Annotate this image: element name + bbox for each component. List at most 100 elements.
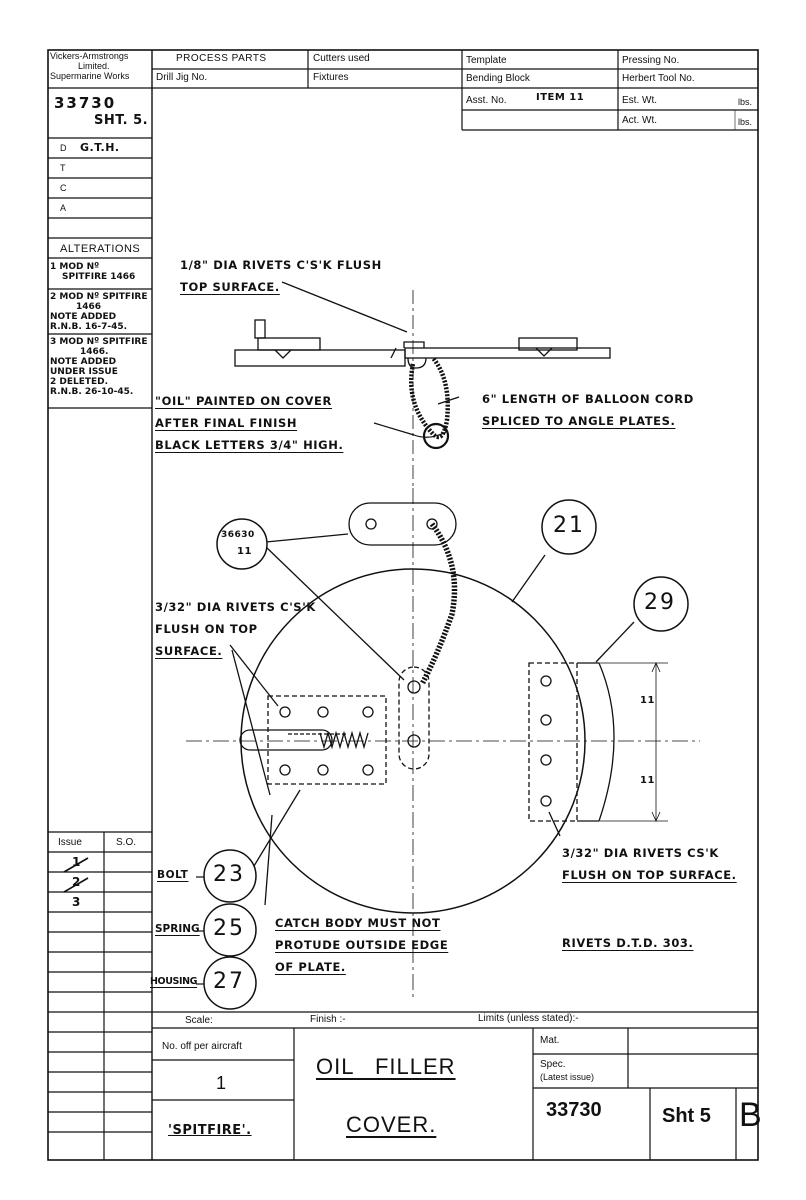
plan-view	[186, 488, 700, 1000]
approval-letter-d: D	[60, 143, 67, 153]
note-oil-painted-line-1: "OIL" PAINTED ON COVER	[155, 394, 332, 408]
drawing-title-line-1: OIL FILLER	[316, 1054, 456, 1079]
company-line-1: Vickers-Armstrongs	[50, 51, 129, 61]
balloon-21	[541, 499, 597, 555]
balloon-25-label: 25	[213, 916, 245, 941]
limits-label: Limits (unless stated):-	[478, 1013, 579, 1024]
label-spring: SPRING	[155, 918, 200, 940]
approval-letter-t: T	[60, 163, 66, 173]
note-rivets-left-line-3: SURFACE.	[155, 644, 223, 658]
alteration-3: 3 MOD Nº SPITFIRE 1466. NOTE ADDED UNDER…	[50, 337, 148, 397]
scale-label: Scale:	[185, 1015, 213, 1026]
side-view	[234, 281, 611, 490]
process-parts-label: PROCESS PARTS	[176, 53, 267, 64]
note-oil-painted-line-3: BLACK LETTERS 3/4" HIGH.	[155, 438, 344, 452]
note-rivets-left-line-1: 3/32" DIA RIVETS C'S'K	[155, 600, 316, 614]
issue-2: 2	[72, 875, 81, 889]
label-housing: HOUSING	[150, 971, 197, 993]
herbert-tool-label: Herbert Tool No.	[622, 73, 695, 84]
issue-3: 3	[72, 895, 81, 909]
cover-plate-outline	[240, 568, 586, 914]
balloon-27	[203, 956, 257, 1010]
approval-letter-c: C	[60, 183, 67, 193]
alteration-1-line-1: 1 MOD Nº	[50, 262, 100, 272]
note-rivets-top: 1/8" DIA RIVETS C'S'K FLUSH TOP SURFACE.	[180, 254, 382, 298]
alteration-2-line-3: NOTE ADDED	[50, 312, 117, 322]
alteration-1-line-2: SPITFIRE 1466	[62, 272, 136, 282]
balloon-29-label: 29	[644, 590, 676, 615]
note-rivets-right-line-1: 3/32" DIA RIVETS CS'K	[562, 846, 719, 860]
company-line-3: Supermarine Works	[50, 71, 130, 81]
drill-jig-label: Drill Jig No.	[156, 72, 208, 83]
act-wt-unit: lbs.	[738, 117, 753, 127]
balloon-ref-part	[216, 518, 268, 570]
label-bolt: BOLT	[157, 864, 188, 886]
dimension-mark-upper: 11	[640, 695, 655, 706]
note-catch-body-line-2: PROTUDE OUTSIDE EDGE	[275, 938, 449, 952]
alteration-3-line-2: 1466.	[80, 347, 109, 357]
alteration-2: 2 MOD Nº SPITFIRE 1466 NOTE ADDED R.N.B.…	[50, 292, 148, 332]
ref-part-item: 11	[237, 546, 252, 557]
sidebar-sheet: SHT. 5.	[94, 113, 149, 128]
balloon-25	[203, 903, 257, 957]
balloon-29	[633, 576, 689, 632]
alteration-3-line-1: 3 MOD Nº SPITFIRE	[50, 337, 148, 347]
est-wt-label: Est. Wt.	[622, 95, 657, 106]
issue-header: Issue	[58, 837, 82, 848]
cutters-label: Cutters used	[313, 53, 370, 64]
dimension-mark-lower: 11	[640, 775, 655, 786]
approval-letter-a: A	[60, 203, 67, 213]
pressing-no-label: Pressing No.	[622, 55, 680, 66]
alteration-3-line-4: UNDER ISSUE	[50, 367, 118, 377]
note-oil-painted-line-2: AFTER FINAL FINISH	[155, 416, 298, 430]
title-sheet-number: Sht 5	[662, 1105, 711, 1127]
alteration-3-line-6: R.N.B. 26-10-45.	[50, 387, 134, 397]
alteration-3-line-5: 2 DELETED.	[50, 377, 109, 387]
ref-part-number: 36630	[221, 530, 255, 540]
approval-value-d: G.T.H.	[80, 141, 120, 154]
no-off-value: 1	[216, 1073, 227, 1093]
note-rivets-spec: RIVETS D.T.D. 303.	[562, 932, 694, 954]
est-wt-unit: lbs.	[738, 97, 753, 107]
note-balloon-cord-line-2: SPLICED TO ANGLE PLATES.	[482, 414, 676, 428]
fixtures-label: Fixtures	[313, 72, 349, 83]
alteration-3-line-3: NOTE ADDED	[50, 357, 117, 367]
balloon-23-label: 23	[213, 862, 245, 887]
drawing-title-line-2: COVER.	[346, 1112, 437, 1137]
note-rivets-right-line-2: FLUSH ON TOP SURFACE.	[562, 868, 737, 882]
balloon-21-label: 21	[553, 513, 585, 538]
alteration-2-line-2: 1466	[76, 302, 102, 312]
label-housing-text: HOUSING	[150, 976, 198, 987]
spec-label: Spec.	[540, 1059, 566, 1070]
title-drawing-number: 33730	[546, 1099, 602, 1121]
note-rivets-top-line-1: 1/8" DIA RIVETS C'S'K FLUSH	[180, 258, 382, 272]
note-balloon-cord: 6" LENGTH OF BALLOON CORD SPLICED TO ANG…	[482, 388, 694, 432]
asst-no-label: Asst. No.	[466, 95, 507, 106]
note-catch-body: CATCH BODY MUST NOT PROTUDE OUTSIDE EDGE…	[275, 912, 448, 978]
issue-1: 1	[72, 855, 81, 869]
note-rivets-top-line-2: TOP SURFACE.	[180, 280, 280, 294]
company-line-2: Limited.	[78, 61, 110, 71]
latest-issue-label: (Latest issue)	[540, 1072, 595, 1082]
balloon-27-label: 27	[213, 969, 245, 994]
alteration-2-line-1: 2 MOD Nº SPITFIRE	[50, 292, 148, 302]
aircraft-name: 'SPITFIRE'.	[168, 1123, 252, 1138]
note-oil-painted: "OIL" PAINTED ON COVER AFTER FINAL FINIS…	[155, 390, 343, 456]
sidebar-drawing-number: 33730	[54, 94, 117, 112]
no-off-label: No. off per aircraft	[162, 1041, 242, 1052]
note-balloon-cord-line-1: 6" LENGTH OF BALLOON CORD	[482, 392, 694, 406]
alterations-title: ALTERATIONS	[60, 243, 141, 255]
note-rivets-right: 3/32" DIA RIVETS CS'K FLUSH ON TOP SURFA…	[562, 842, 737, 886]
bending-block-label: Bending Block	[466, 73, 530, 84]
so-header: S.O.	[116, 837, 137, 848]
note-rivets-left: 3/32" DIA RIVETS C'S'K FLUSH ON TOP SURF…	[155, 596, 316, 662]
act-wt-label: Act. Wt.	[622, 115, 657, 126]
note-rivets-left-line-2: FLUSH ON TOP	[155, 622, 258, 636]
label-bolt-text: BOLT	[157, 869, 189, 881]
note-rivets-spec-text: RIVETS D.T.D. 303.	[562, 936, 694, 950]
revision-letter: B	[739, 1096, 762, 1134]
material-label: Mat.	[540, 1035, 560, 1046]
label-spring-text: SPRING	[155, 923, 200, 935]
